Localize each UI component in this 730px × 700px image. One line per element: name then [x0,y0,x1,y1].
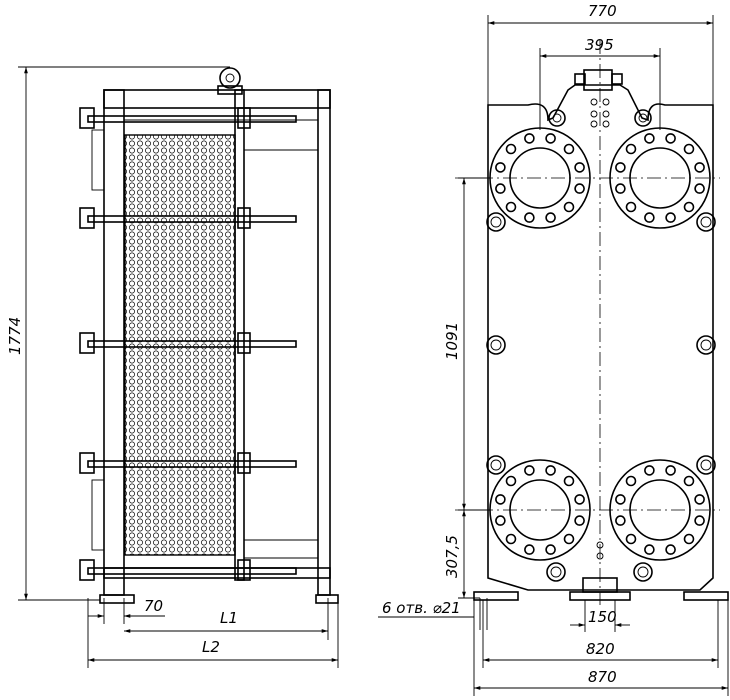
flange-bolt-hole [665,212,676,223]
flange-bolt-hole [665,544,676,555]
flange-bolt-hole [563,201,575,213]
plate-pack [124,134,236,556]
flange-bolt-hole [625,533,637,545]
flange-bolt-hole [545,465,556,476]
dim-mounting-holes: 6 отв. ⌀21 [382,599,461,617]
side-view-dimensions: 1774 70 L1 L2 [6,66,339,668]
flange-bolt-hole [563,143,575,155]
fixed-frame-plate [103,89,125,596]
center-holes [590,98,610,560]
rear-foot [315,594,339,604]
lifting-eye [219,67,241,89]
flange-bolt-hole [683,475,695,487]
dim-overall-width-bottom: 870 [588,668,617,686]
dim-foot-offset: 70 [144,597,163,615]
flange-bolt-hole [683,143,695,155]
flange-bolt-hole [545,544,556,555]
flange-bolt-hole [625,201,637,213]
dim-lower-port-height: 307,5 [443,535,461,578]
top-carrying-bar [103,89,331,109]
flange-bolt-hole [524,544,535,555]
front-foot [99,594,135,604]
flange-bolt-hole [574,183,585,194]
flange-bolt-hole [524,212,535,223]
dim-length-2: L2 [202,638,220,656]
flange-bolt-hole [505,533,517,545]
flange-bolt-hole [694,183,705,194]
flange-bolt-hole [644,544,655,555]
flange-bolt-hole [505,201,517,213]
dim-port-vertical-spacing: 1091 [443,322,461,360]
flange-bolt-hole [615,162,626,173]
flange-bolt-hole [694,162,705,173]
dim-length-1: L1 [220,609,238,627]
flange-bolt-hole [574,515,585,526]
side-view [79,67,339,604]
flange-bolt-hole [644,133,655,144]
dim-overall-width-top: 770 [588,2,617,20]
frame-plate-outline [487,84,714,591]
flange-bolt-hole [495,183,506,194]
flange-bolt-hole [524,133,535,144]
flange-bolt-hole [615,183,626,194]
flange-bolt-hole [683,201,695,213]
flange-bolt-hole [505,475,517,487]
flange-bolt-hole [625,143,637,155]
flange-bolt-hole [545,133,556,144]
flange-bolt-hole [694,515,705,526]
flange-bolt-hole [524,465,535,476]
flange-bolt-hole [495,162,506,173]
dim-bottom-port-width: 150 [588,608,617,626]
flange-bolt-hole [574,494,585,505]
flange-bolt-hole [495,515,506,526]
flange-bolt-hole [545,212,556,223]
foot-left [473,591,519,601]
dim-foot-spacing: 820 [586,640,615,658]
foot-right [683,591,729,601]
flange-bolt-hole [615,494,626,505]
front-view-dimensions: 770 395 1091 307,5 6 отв. ⌀21 150 820 [378,2,729,696]
dim-total-height: 1774 [6,317,24,355]
support-column [317,89,331,596]
flange-bolt-hole [574,162,585,173]
flange-bolt-hole [625,475,637,487]
dim-port-spacing-top: 395 [585,36,614,54]
flange-bolt-hole [665,133,676,144]
flange-bolt-hole [615,515,626,526]
flange-bolt-hole [683,533,695,545]
flange-bolt-hole [495,494,506,505]
flange-bolt-hole [505,143,517,155]
flange-bolt-hole [644,465,655,476]
tie-bolts [79,107,297,581]
flange-bolt-hole [665,465,676,476]
flange-bolts [495,133,705,555]
front-view [455,40,729,605]
flange-bolt-hole [644,212,655,223]
flange-bolt-hole [563,533,575,545]
pressure-plate [234,89,245,581]
flange-bolt-hole [694,494,705,505]
flange-bolt-hole [563,475,575,487]
